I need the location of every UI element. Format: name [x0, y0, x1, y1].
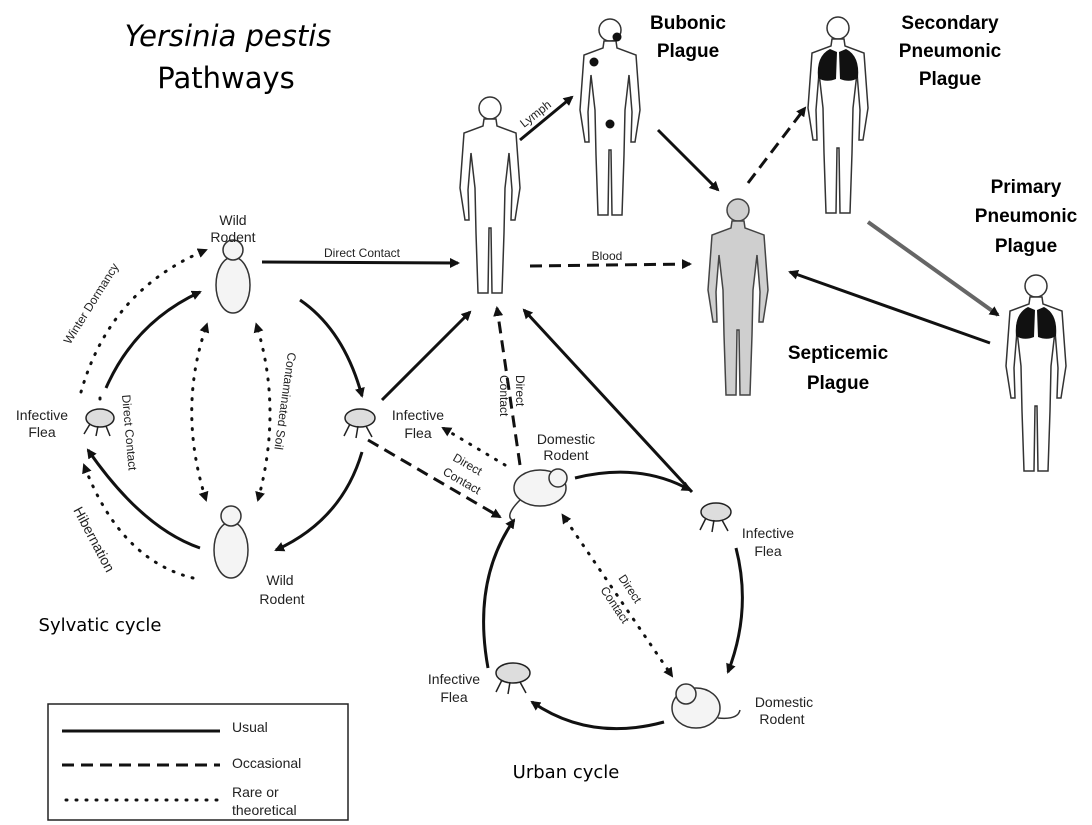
primary-label-2: Pneumonic	[975, 206, 1078, 227]
legend-rare-label-1: Rare or	[232, 784, 279, 800]
winter-dormancy-label: Winter Dormancy	[61, 261, 122, 347]
arrow-urbanflea2-to-domestic	[484, 520, 514, 668]
domestic-rodent-top-1: Domestic	[537, 431, 595, 447]
direct-contact-left-label: Direct Contact	[119, 394, 140, 472]
human-secondary-pneumonic	[808, 17, 868, 213]
domestic-rodent-top-icon	[510, 469, 567, 520]
septicemic-label-1: Septicemic	[788, 343, 889, 364]
domestic-rodent-bottom-2: Rodent	[759, 711, 804, 727]
infective-flea-left-1: Infective	[16, 407, 68, 423]
urban-cycle-label: Urban cycle	[513, 762, 620, 783]
arrow-wild-to-flea	[300, 300, 362, 396]
bubonic-label-2: Plague	[657, 41, 719, 62]
domestic-rodent-bottom-icon	[672, 684, 740, 728]
title-italic: Yersinia pestis	[125, 19, 332, 53]
wild-rodent-bottom-icon	[214, 506, 248, 578]
contaminated-soil-label: Contaminated Soil	[271, 352, 299, 451]
direct-contact-vertical-2: Contact	[497, 375, 511, 417]
arrow-flea-to-wild	[276, 452, 362, 550]
bubo-marker	[590, 58, 599, 67]
primary-label-3: Plague	[995, 236, 1057, 257]
human-primary-pneumonic	[1006, 275, 1066, 471]
infective-flea-mid-2: Flea	[404, 425, 431, 441]
infective-flea-right-icon	[700, 503, 731, 532]
wild-rodent-top-icon	[216, 240, 250, 313]
arrow-wild-wild-dotted	[192, 330, 206, 500]
infective-flea-right-2: Flea	[754, 543, 781, 559]
arrow-flea-to-human	[382, 312, 470, 400]
bubo-marker	[606, 120, 615, 129]
human-exposed	[460, 97, 520, 293]
bubonic-label-1: Bubonic	[650, 13, 726, 34]
arrow-domestic-to-urbanflea2	[532, 702, 664, 729]
title-main: Pathways	[157, 61, 294, 95]
secondary-label-2: Pneumonic	[899, 41, 1002, 62]
arrow-septicemic-secondary	[748, 108, 805, 183]
legend-occasional-label: Occasional	[232, 755, 301, 771]
primary-label-1: Primary	[991, 177, 1062, 198]
arrow-bubonic-septicemic	[658, 130, 718, 190]
human-bubonic	[580, 19, 640, 215]
arrow-person-to-person	[868, 222, 998, 315]
hibernation-label: Hibernation	[70, 504, 118, 575]
infective-flea-urban-2: Flea	[440, 689, 467, 705]
arrow-primary-septicemic	[790, 272, 990, 343]
arrow-direct-contact-top	[262, 262, 458, 263]
arrow-domestic-to-urbanflea	[575, 472, 690, 490]
domestic-rodent-bottom-1: Domestic	[755, 694, 813, 710]
arrow-urbanflea-to-human	[524, 310, 692, 492]
arrow-blood	[530, 264, 690, 266]
legend: Usual Occasional Rare or theoretical	[48, 704, 348, 820]
infective-flea-mid-1: Infective	[392, 407, 444, 423]
blood-label: Blood	[592, 249, 623, 263]
arrow-leftflea-to-wild	[106, 292, 200, 388]
wild-rodent-bottom-2: Rodent	[259, 591, 304, 607]
infective-flea-left-icon	[84, 409, 114, 436]
human-septicemic	[708, 199, 768, 395]
direct-contact-top-label: Direct Contact	[324, 246, 401, 260]
infective-flea-urban-icon	[496, 663, 530, 694]
infective-flea-urban-1: Infective	[428, 671, 480, 687]
arrow-wild-to-leftflea	[88, 450, 200, 548]
secondary-label-1: Secondary	[901, 13, 999, 34]
wild-rodent-bottom-1: Wild	[266, 572, 293, 588]
infective-flea-right-1: Infective	[742, 525, 794, 541]
arrow-urbanflea-to-domestic	[728, 548, 742, 672]
bubo-marker	[613, 33, 622, 42]
secondary-label-3: Plague	[919, 69, 981, 90]
septicemic-label-2: Plague	[807, 373, 869, 394]
wild-rodent-top-2: Rodent	[210, 229, 255, 245]
infective-flea-left-2: Flea	[28, 424, 55, 440]
sylvatic-cycle-label: Sylvatic cycle	[39, 615, 162, 636]
infective-flea-mid-icon	[344, 409, 375, 438]
domestic-rodent-top-2: Rodent	[543, 447, 588, 463]
arrow-flea-to-domestic	[368, 440, 500, 517]
legend-rare-label-2: theoretical	[232, 802, 297, 818]
wild-rodent-top-1: Wild	[219, 212, 246, 228]
arrow-contaminated-soil	[258, 330, 270, 500]
arrow-winter-dormancy	[81, 250, 206, 392]
direct-contact-vertical-1: Direct	[513, 375, 527, 407]
legend-usual-label: Usual	[232, 719, 268, 735]
